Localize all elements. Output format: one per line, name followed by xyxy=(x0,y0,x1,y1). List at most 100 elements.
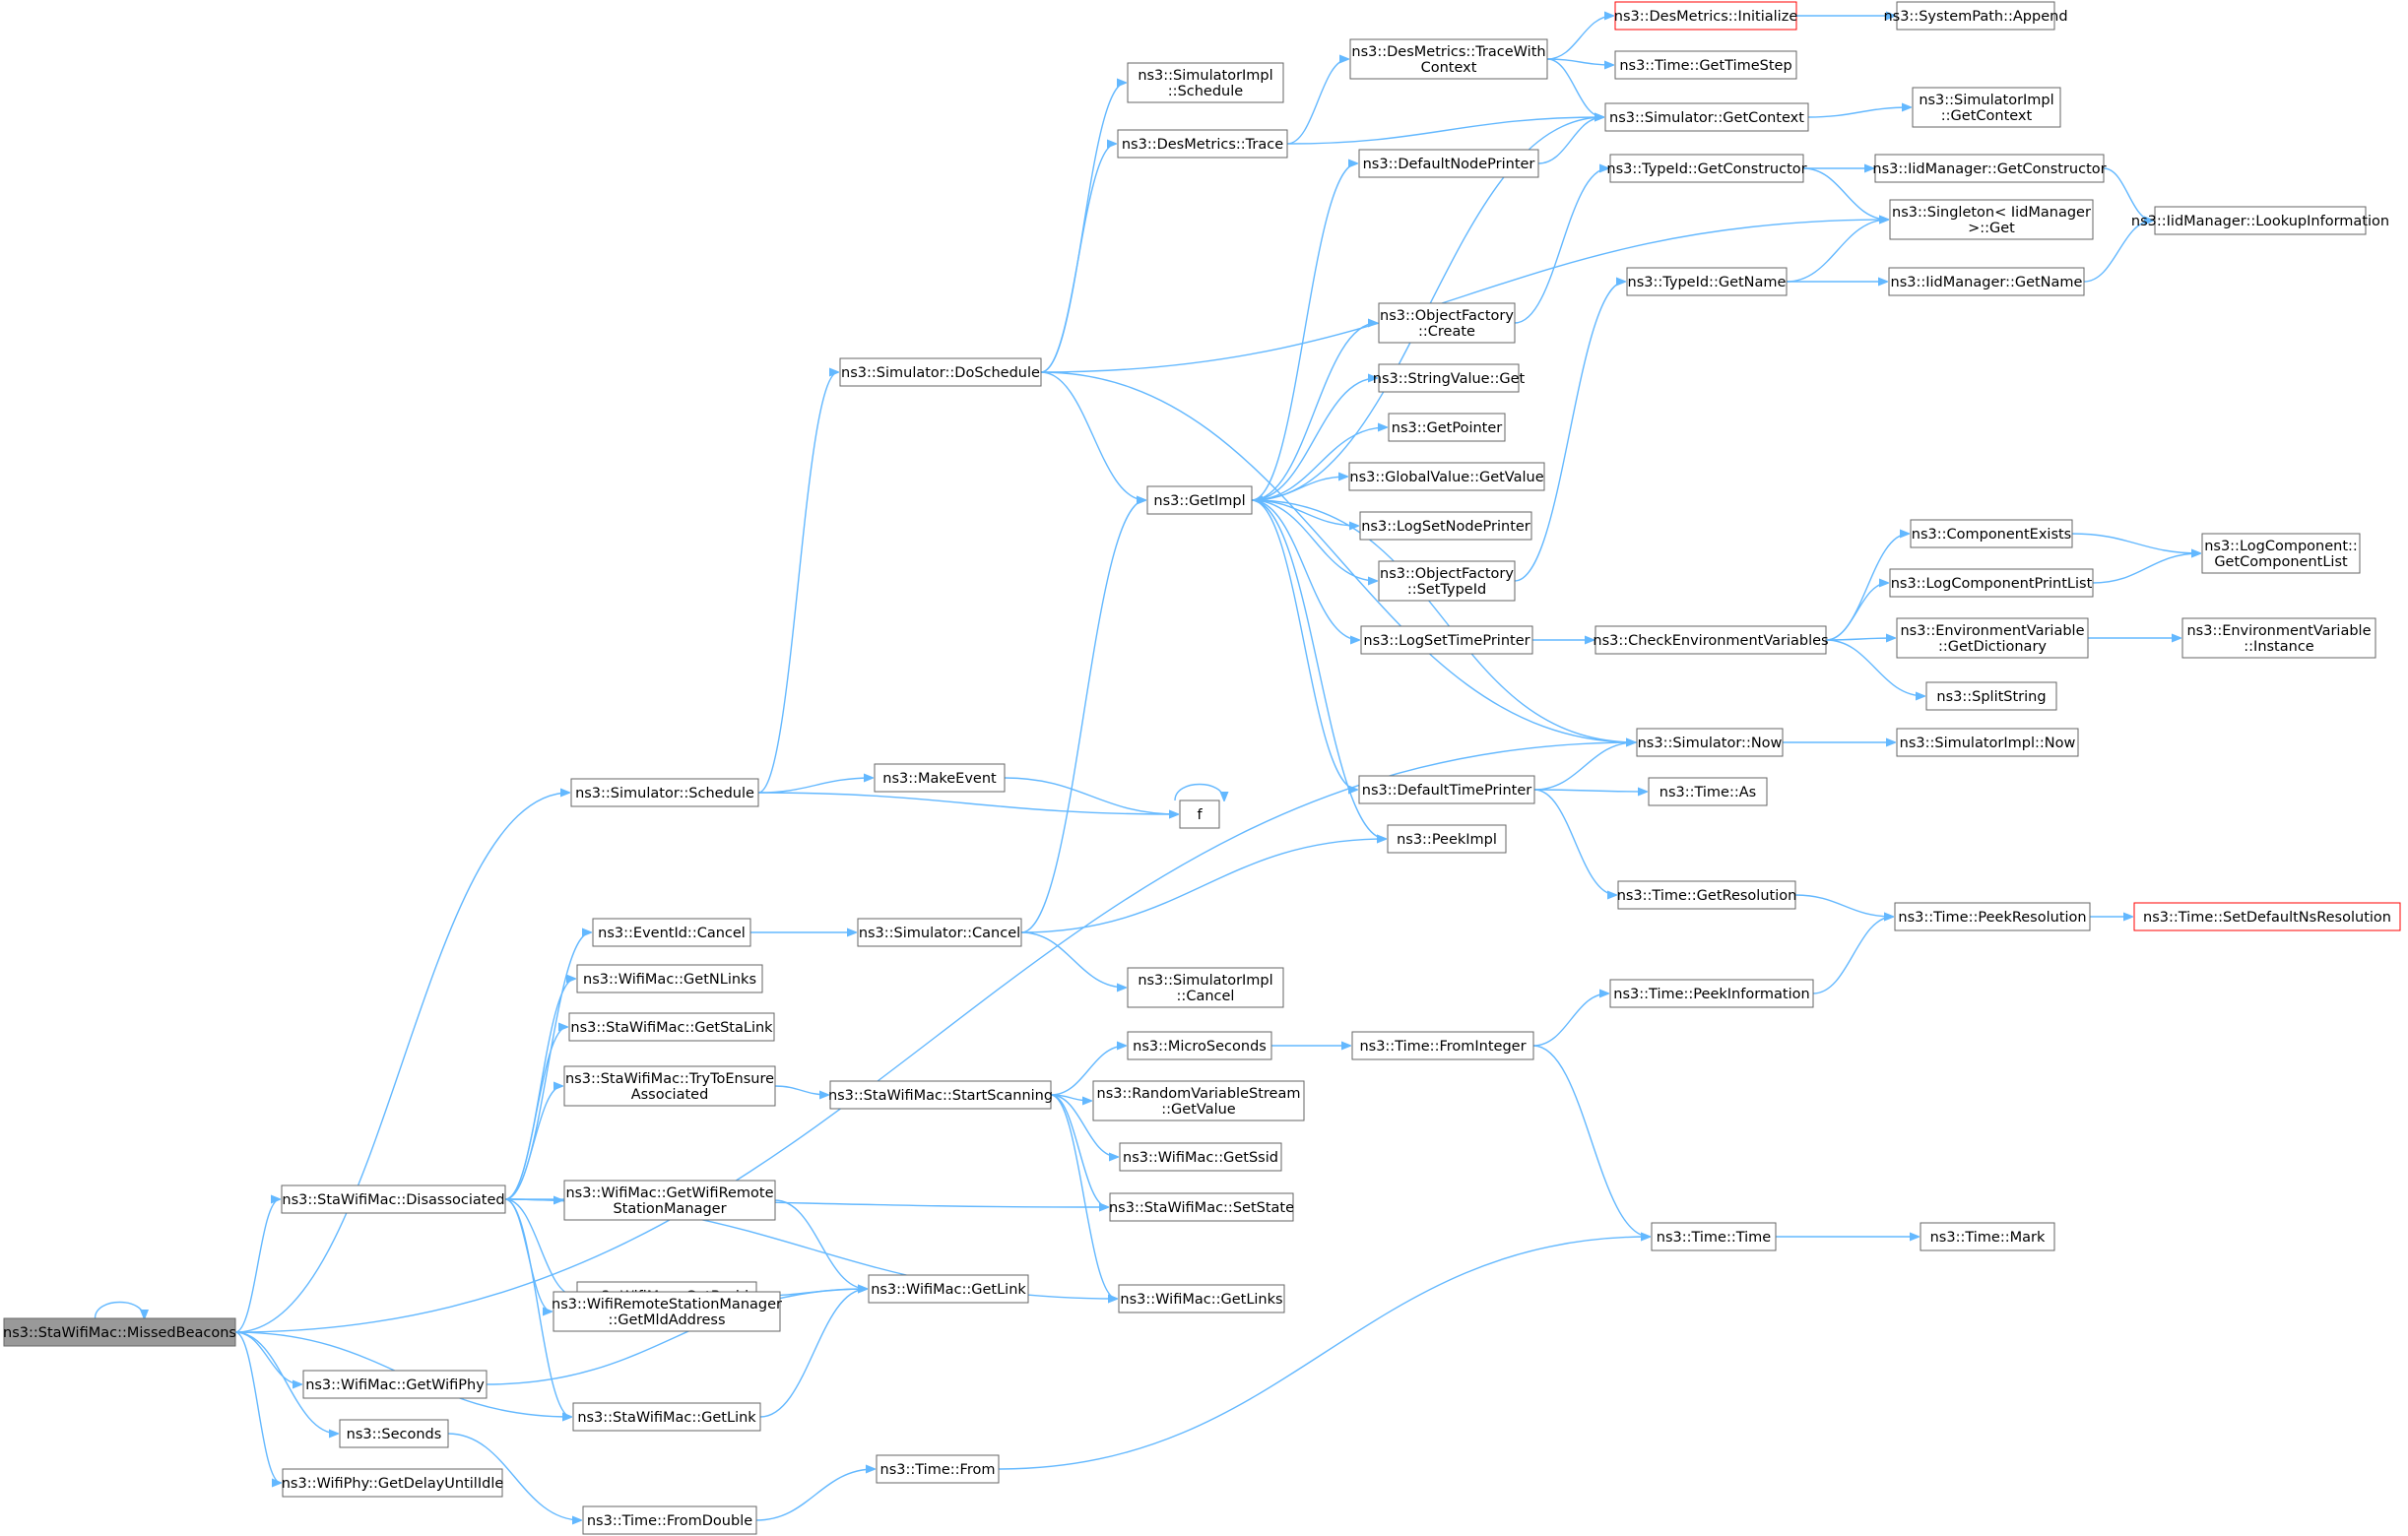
node-defTime[interactable]: ns3::DefaultTimePrinter xyxy=(1358,775,1535,804)
node-box xyxy=(1117,129,1288,159)
node-logTime[interactable]: ns3::LogSetTimePrinter xyxy=(1360,625,1533,655)
node-setstate[interactable]: ns3::StaWifiMac::SetState xyxy=(1109,1192,1294,1222)
node-getssid[interactable]: ns3::WifiMac::GetSsid xyxy=(1119,1142,1282,1172)
node-tidGetName[interactable]: ns3::TypeId::GetName xyxy=(1626,267,1788,296)
node-setDefRes[interactable]: ns3::Time::SetDefaultNsResolution xyxy=(2133,902,2401,931)
node-getctx[interactable]: ns3::Simulator::GetContext xyxy=(1604,102,1809,132)
node-getstep[interactable]: ns3::Time::GetTimeStep xyxy=(1614,50,1797,80)
node-label: ns3::Time::PeekInformation xyxy=(1613,987,1809,1002)
node-box xyxy=(1626,267,1788,296)
node-box xyxy=(876,1454,1000,1484)
node-splitStr[interactable]: ns3::SplitString xyxy=(1925,681,2057,711)
node-getlinks[interactable]: ns3::WifiMac::GetLinks xyxy=(1118,1284,1285,1313)
node-iidGetCons[interactable]: ns3::IidManager::GetConstructor xyxy=(1872,154,2107,183)
node-compExists[interactable]: ns3::ComponentExists xyxy=(1910,519,2073,548)
node-singleton[interactable]: ns3::Singleton< IidManager>::Get xyxy=(1889,199,2094,240)
node-box xyxy=(1896,1,2055,31)
node-box xyxy=(1387,824,1507,854)
node-checkEnv[interactable]: ns3::CheckEnvironmentVariables xyxy=(1593,625,1829,655)
edge-tidGetName-to-singleton xyxy=(1786,220,1888,283)
node-fromdouble[interactable]: ns3::Time::FromDouble xyxy=(582,1505,757,1535)
node-iidGetName[interactable]: ns3::IidManager::GetName xyxy=(1888,267,2085,296)
node-getremote[interactable]: ns3::WifiMac::GetWifiRemoteStationManage… xyxy=(563,1180,776,1221)
node-svGet[interactable]: ns3::StringValue::Get xyxy=(1373,363,1526,393)
node-getptr[interactable]: ns3::GetPointer xyxy=(1388,413,1506,442)
node-label: ns3::StaWifiMac::GetLink xyxy=(577,1410,756,1426)
node-defNode[interactable]: ns3::DefaultNodePrinter xyxy=(1358,149,1539,178)
edge-defTime-to-simNow xyxy=(1533,742,1635,791)
node-rvsGet[interactable]: ns3::RandomVariableStream::GetValue xyxy=(1092,1080,1305,1121)
node-getstalink[interactable]: ns3::StaWifiMac::GetStaLink xyxy=(568,1012,775,1042)
node-desTrace[interactable]: ns3::DesMetrics::Trace xyxy=(1117,129,1288,159)
node-getres[interactable]: ns3::Time::GetResolution xyxy=(1617,880,1797,910)
edge-fromint-to-peekinfo xyxy=(1532,993,1608,1047)
node-wmgetlink[interactable]: ns3::WifiMac::GetLink xyxy=(868,1274,1029,1304)
node-sysAppend[interactable]: ns3::SystemPath::Append xyxy=(1883,1,2068,31)
node-label: ns3::StringValue::Get xyxy=(1373,371,1526,387)
node-label: ns3::LogSetTimePrinter xyxy=(1363,633,1529,649)
node-label: ns3::WifiMac::GetWifiRemote xyxy=(565,1185,773,1201)
node-timeMark[interactable]: ns3::Time::Mark xyxy=(1920,1222,2055,1251)
node-label: GetComponentList xyxy=(2214,554,2348,570)
node-desInit[interactable]: ns3::DesMetrics::Initialize xyxy=(1614,1,1798,31)
edge-getimpl-to-getptr xyxy=(1251,427,1387,501)
node-iidLookup[interactable]: ns3::IidManager::LookupInformation xyxy=(2131,206,2389,235)
node-tidGetCons[interactable]: ns3::TypeId::GetConstructor xyxy=(1606,154,1807,183)
node-label: ns3::DefaultNodePrinter xyxy=(1363,157,1535,172)
node-getdelay[interactable]: ns3::WifiPhy::GetDelayUntilIdle xyxy=(282,1468,504,1498)
node-seconds[interactable]: ns3::Seconds xyxy=(339,1419,449,1448)
node-micro[interactable]: ns3::MicroSeconds xyxy=(1127,1031,1272,1060)
node-timeTime[interactable]: ns3::Time::Time xyxy=(1651,1222,1777,1251)
node-simcancel[interactable]: ns3::Simulator::Cancel xyxy=(857,918,1022,947)
node-siNow[interactable]: ns3::SimulatorImpl::Now xyxy=(1896,728,2079,757)
node-label: ns3::Time::From xyxy=(880,1462,996,1478)
node-peekimpl[interactable]: ns3::PeekImpl xyxy=(1387,824,1507,854)
node-fromint[interactable]: ns3::Time::FromInteger xyxy=(1351,1031,1534,1060)
node-ofCreate[interactable]: ns3::ObjectFactory::Create xyxy=(1378,302,1516,344)
node-label: ns3::DesMetrics::TraceWith xyxy=(1351,44,1545,60)
node-gvGet[interactable]: ns3::GlobalValue::GetValue xyxy=(1348,462,1545,491)
node-label: ns3::LogSetNodePrinter xyxy=(1361,519,1530,535)
node-logNode[interactable]: ns3::LogSetNodePrinter xyxy=(1359,511,1532,541)
node-label: Associated xyxy=(631,1087,709,1103)
node-label: ns3::Seconds xyxy=(347,1427,442,1442)
node-envInst[interactable]: ns3::EnvironmentVariable::Instance xyxy=(2181,617,2376,659)
node-getwifiphy[interactable]: ns3::WifiMac::GetWifiPhy xyxy=(302,1370,488,1399)
node-siGetCtx[interactable]: ns3::SimulatorImpl::GetContext xyxy=(1912,87,2061,128)
node-box xyxy=(1119,1142,1282,1172)
node-eventcancel[interactable]: ns3::EventId::Cancel xyxy=(592,918,751,947)
node-missed[interactable]: ns3::StaWifiMac::MissedBeacons xyxy=(3,1317,236,1347)
edge-schedule-to-makeevent xyxy=(757,778,873,794)
node-disassoc[interactable]: ns3::StaWifiMac::Disassociated xyxy=(281,1184,506,1214)
node-getmld[interactable]: ns3::WifiRemoteStationManager::GetMldAdd… xyxy=(552,1291,782,1332)
node-makeevent[interactable]: ns3::MakeEvent xyxy=(874,763,1006,793)
node-timeAs[interactable]: ns3::Time::As xyxy=(1648,777,1768,806)
node-timefrom[interactable]: ns3::Time::From xyxy=(876,1454,1000,1484)
node-ofSetType[interactable]: ns3::ObjectFactory::SetTypeId xyxy=(1378,560,1516,602)
node-peekres[interactable]: ns3::Time::PeekResolution xyxy=(1894,902,2091,931)
node-f[interactable]: f xyxy=(1179,800,1220,829)
node-schedule[interactable]: ns3::Simulator::Schedule xyxy=(570,778,759,807)
node-box xyxy=(1092,1080,1305,1121)
node-label: ns3::DesMetrics::Initialize xyxy=(1614,9,1798,25)
node-logCompPrint[interactable]: ns3::LogComponentPrintList xyxy=(1889,568,2094,598)
node-doschedule[interactable]: ns3::Simulator::DoSchedule xyxy=(839,357,1042,387)
edge-getremote-to-wmgetlink xyxy=(774,1199,867,1289)
node-getimpl[interactable]: ns3::GetImpl xyxy=(1146,485,1253,515)
node-label: ns3::TypeId::GetConstructor xyxy=(1606,161,1806,177)
node-box xyxy=(1912,87,2061,128)
node-logCompGet[interactable]: ns3::LogComponent::GetComponentList xyxy=(2201,533,2361,574)
node-envGetDict[interactable]: ns3::EnvironmentVariable::GetDictionary xyxy=(1896,617,2089,659)
node-startscan[interactable]: ns3::StaWifiMac::StartScanning xyxy=(828,1080,1053,1110)
node-siSchedule[interactable]: ns3::SimulatorImpl::Schedule xyxy=(1127,62,1284,103)
node-box xyxy=(2201,533,2361,574)
node-stagetlink[interactable]: ns3::StaWifiMac::GetLink xyxy=(572,1402,761,1432)
node-siCancel[interactable]: ns3::SimulatorImpl::Cancel xyxy=(1127,967,1284,1008)
node-peekinfo[interactable]: ns3::Time::PeekInformation xyxy=(1609,979,1814,1008)
edge-desTrace-to-traceCtx xyxy=(1286,59,1348,145)
node-getnlinks[interactable]: ns3::WifiMac::GetNLinks xyxy=(576,964,763,993)
node-box xyxy=(2181,617,2376,659)
node-simNow[interactable]: ns3::Simulator::Now xyxy=(1636,728,1784,757)
